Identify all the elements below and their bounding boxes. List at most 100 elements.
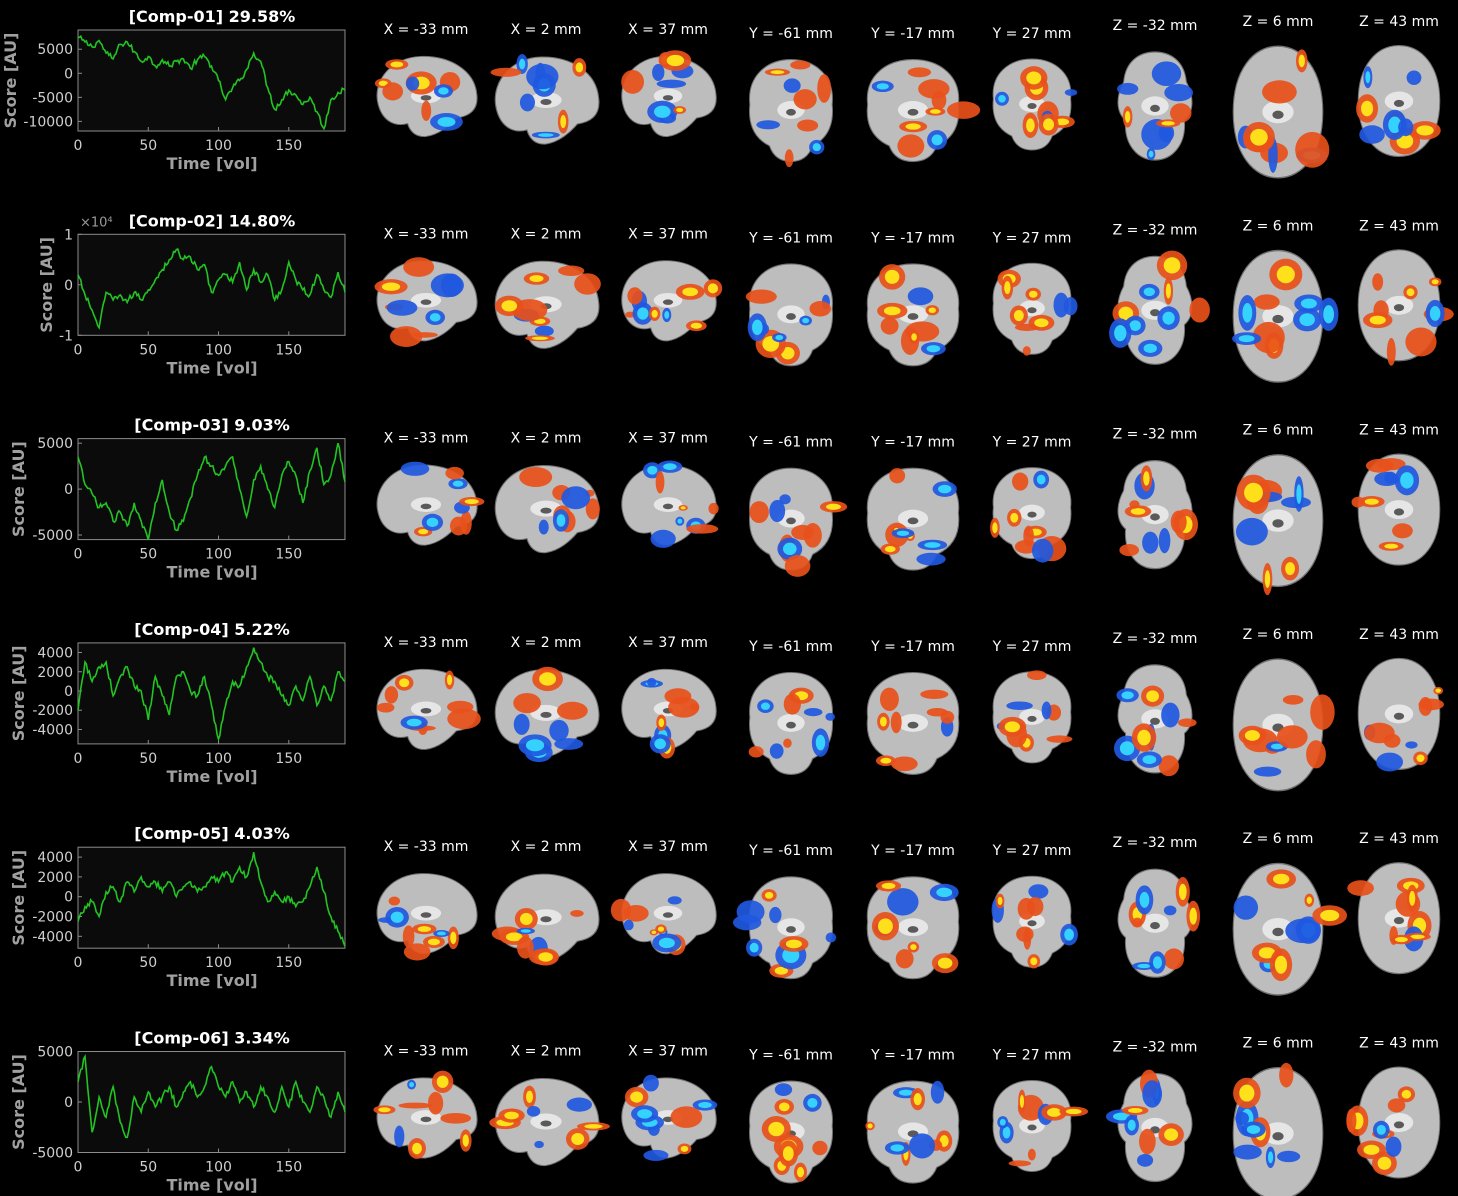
peak-negative-activation bbox=[782, 542, 797, 555]
peak-negative-activation bbox=[538, 133, 554, 137]
y-tick-label: 4000 bbox=[37, 646, 73, 662]
peak-positive-activation bbox=[571, 1133, 585, 1145]
positive-activation-blob bbox=[895, 949, 914, 969]
slice-coordinate-label: Z = -32 mm bbox=[1113, 18, 1198, 34]
positive-activation-blob bbox=[519, 467, 553, 487]
positive-activation-blob bbox=[1262, 80, 1297, 104]
peak-positive-activation bbox=[1431, 279, 1439, 285]
x-tick-label: 100 bbox=[205, 1160, 232, 1176]
peak-negative-activation bbox=[931, 134, 943, 146]
positive-activation-blob bbox=[1387, 1098, 1406, 1113]
peak-negative-activation bbox=[519, 58, 526, 70]
peak-positive-activation bbox=[390, 61, 404, 68]
negative-activation-blob bbox=[756, 120, 780, 130]
peak-positive-activation bbox=[575, 62, 584, 73]
positive-activation-blob bbox=[918, 79, 950, 99]
peak-negative-activation bbox=[1119, 741, 1135, 756]
ventricle bbox=[662, 503, 674, 510]
y-tick-label: -5000 bbox=[32, 1146, 73, 1162]
y-tick-label: 0 bbox=[64, 66, 73, 82]
peak-positive-activation bbox=[1164, 1128, 1179, 1141]
peak-negative-activation bbox=[1112, 1112, 1131, 1121]
slice-coordinate-label: Z = 6 mm bbox=[1243, 423, 1314, 439]
peak-negative-activation bbox=[437, 117, 456, 127]
peak-positive-activation bbox=[381, 282, 401, 291]
peak-positive-activation bbox=[1395, 936, 1408, 943]
positive-activation-blob bbox=[891, 756, 918, 772]
peak-negative-activation bbox=[1148, 150, 1154, 158]
negative-activation-blob bbox=[907, 287, 934, 306]
y-tick-label: 0 bbox=[64, 1095, 73, 1111]
ventricle bbox=[1027, 307, 1037, 314]
peak-negative-activation bbox=[1002, 1126, 1011, 1139]
peak-negative-activation bbox=[1162, 311, 1175, 325]
negative-activation-blob bbox=[526, 63, 559, 90]
ventricle bbox=[540, 507, 552, 514]
peak-negative-activation bbox=[409, 1081, 414, 1088]
positive-activation-blob bbox=[784, 555, 811, 577]
ventricle bbox=[1272, 1132, 1284, 1141]
peak-positive-activation bbox=[630, 1091, 644, 1103]
peak-negative-activation bbox=[749, 942, 759, 953]
x-tick-label: 0 bbox=[74, 751, 83, 767]
peak-positive-activation bbox=[446, 674, 453, 686]
positive-activation-blob bbox=[784, 149, 794, 168]
slice-coordinate-label: Z = 43 mm bbox=[1359, 423, 1439, 439]
negative-activation-blob bbox=[769, 743, 784, 759]
positive-activation-blob bbox=[745, 289, 777, 304]
ventricle bbox=[662, 299, 674, 305]
peak-negative-activation bbox=[1299, 313, 1315, 327]
peak-positive-activation bbox=[560, 115, 567, 129]
peak-positive-activation bbox=[1264, 570, 1271, 588]
peak-positive-activation bbox=[680, 506, 686, 510]
positive-activation-blob bbox=[668, 696, 700, 718]
y-tick-label: 5000 bbox=[37, 1045, 73, 1061]
slice-coordinate-label: X = 2 mm bbox=[511, 839, 582, 855]
timecourse-line bbox=[77, 442, 346, 540]
peak-negative-activation bbox=[637, 307, 649, 320]
positive-activation-blob bbox=[1016, 926, 1034, 942]
peak-negative-activation bbox=[658, 937, 675, 949]
peak-positive-activation bbox=[774, 966, 788, 975]
slice-coordinate-label: Z = 6 mm bbox=[1243, 218, 1314, 234]
negative-activation-blob bbox=[1142, 531, 1159, 554]
peak-positive-activation bbox=[682, 287, 699, 297]
slice-coordinate-label: Y = -61 mm bbox=[748, 1048, 833, 1064]
peak-positive-activation bbox=[378, 80, 388, 86]
negative-activation-blob bbox=[1385, 1136, 1402, 1157]
timecourse-plot-area bbox=[77, 29, 346, 132]
peak-positive-activation bbox=[1130, 508, 1146, 515]
x-axis-label: Time [vol] bbox=[166, 563, 257, 582]
ventricle bbox=[1272, 110, 1284, 120]
positive-activation-blob bbox=[1365, 458, 1394, 473]
peak-positive-activation bbox=[1013, 310, 1024, 322]
negative-activation-blob bbox=[769, 906, 782, 924]
positive-activation-blob bbox=[403, 257, 435, 277]
peak-negative-activation bbox=[436, 931, 446, 936]
peak-positive-activation bbox=[1244, 730, 1260, 741]
peak-negative-activation bbox=[876, 83, 889, 90]
positive-activation-blob bbox=[556, 701, 588, 720]
y-tick-label: -4000 bbox=[32, 929, 73, 945]
positive-activation-blob bbox=[403, 943, 431, 961]
positive-activation-blob bbox=[803, 523, 822, 548]
peak-positive-activation bbox=[770, 70, 785, 75]
slice-coordinate-label: Y = -17 mm bbox=[870, 843, 955, 859]
positive-activation-blob bbox=[1364, 722, 1395, 744]
negative-activation-blob bbox=[1031, 538, 1054, 563]
positive-activation-blob bbox=[1177, 718, 1197, 728]
positive-activation-blob bbox=[1129, 500, 1140, 509]
peak-positive-activation bbox=[450, 931, 457, 945]
negative-activation-blob bbox=[554, 738, 584, 750]
peak-positive-activation bbox=[881, 882, 896, 889]
peak-negative-activation bbox=[452, 480, 464, 487]
peak-positive-activation bbox=[538, 952, 553, 962]
y-axis-label: Score [AU] bbox=[9, 1054, 28, 1150]
negative-activation-blob bbox=[1142, 1080, 1163, 1108]
positive-activation-blob bbox=[749, 501, 769, 524]
peak-negative-activation bbox=[1143, 287, 1155, 297]
positive-activation-blob bbox=[570, 909, 584, 917]
peak-positive-activation bbox=[1410, 934, 1425, 939]
positive-activation-blob bbox=[809, 301, 831, 317]
